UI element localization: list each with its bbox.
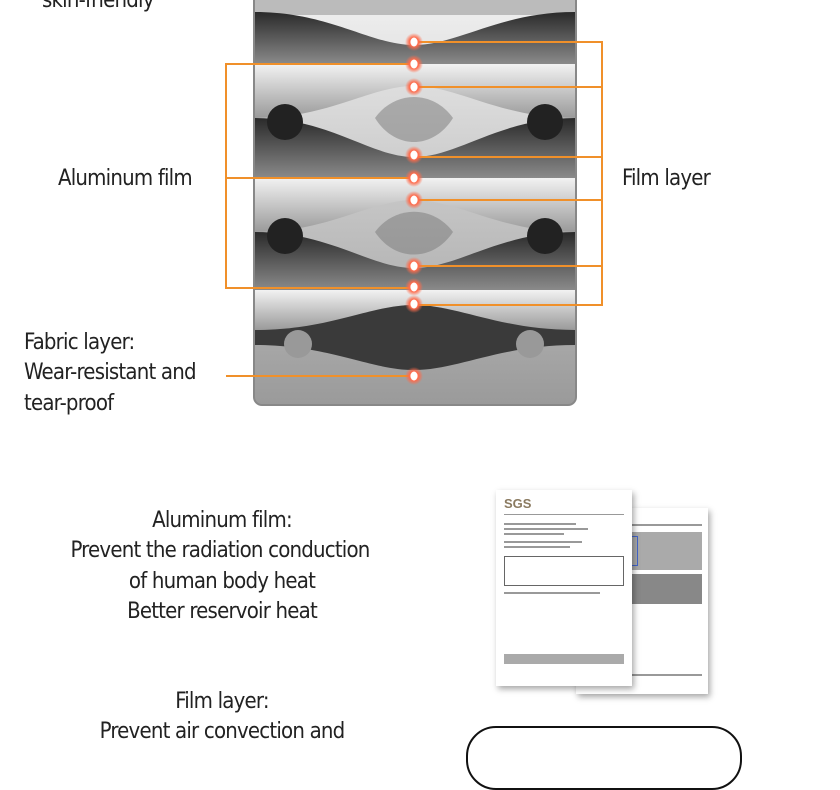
- layer-markers: [405, 33, 423, 385]
- film-desc-title: Film layer:: [175, 689, 269, 714]
- layer-diagram: [225, 0, 603, 406]
- aluminum-desc-line: of human body heat: [128, 569, 316, 594]
- info-box: [466, 726, 742, 790]
- sgs-certificate-page: SGS: [496, 490, 632, 686]
- callout-lines: [225, 41, 603, 377]
- label-fabric-desc-1: Wear-resistant and: [24, 360, 197, 385]
- label-fabric-desc-2: tear-proof: [24, 391, 114, 416]
- label-film-layer: Film layer: [622, 166, 711, 191]
- mattress-cross-section: [253, 0, 577, 406]
- film-desc-line: Prevent air convection and: [99, 719, 346, 744]
- aluminum-desc-line: Prevent the radiation conduction: [70, 538, 370, 563]
- label-skin-friendly: skin-friendly: [42, 0, 154, 13]
- aluminum-desc-title: Aluminum film:: [152, 508, 293, 533]
- sgs-logo: SGS: [504, 496, 532, 511]
- label-aluminum-film: Aluminum film: [58, 166, 193, 191]
- aluminum-desc-line: Better reservoir heat: [127, 599, 318, 624]
- label-fabric-layer: Fabric layer:: [24, 330, 135, 355]
